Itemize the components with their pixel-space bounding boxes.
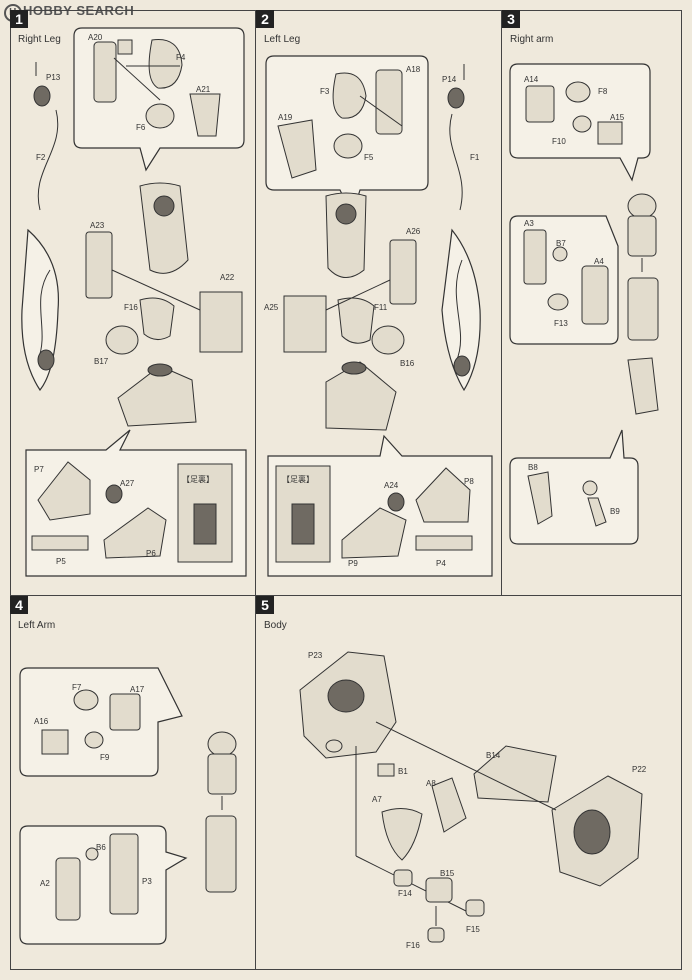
step-3-panel: 3 Right arm A14 F8 A15 F10 A3 B7 A4 F13 …	[502, 10, 682, 596]
svg-text:【足裏】: 【足裏】	[182, 474, 214, 484]
svg-text:P8: P8	[464, 477, 474, 486]
svg-text:B16: B16	[400, 359, 415, 368]
svg-text:B14: B14	[486, 751, 501, 760]
svg-text:A18: A18	[406, 65, 421, 74]
step-1-panel: 1 Right Leg A20 F4 A21 F6 P13 F2 A23 A	[10, 10, 256, 596]
step-title: Right Leg	[18, 34, 61, 45]
svg-text:P13: P13	[46, 73, 61, 82]
step-title: Right arm	[510, 34, 554, 45]
svg-text:A14: A14	[524, 75, 539, 84]
svg-text:B8: B8	[528, 463, 538, 472]
left-leg-diagram: F3 A18 A19 F5 P14 F1 A26 A25 F11 B16	[264, 55, 493, 577]
svg-text:F13: F13	[554, 319, 568, 328]
svg-text:A8: A8	[426, 779, 436, 788]
step-title: Body	[264, 620, 287, 631]
svg-text:A16: A16	[34, 717, 49, 726]
svg-text:P6: P6	[146, 549, 156, 558]
svg-text:P4: P4	[436, 559, 446, 568]
svg-text:B15: B15	[440, 869, 455, 878]
svg-text:F16: F16	[124, 303, 138, 312]
svg-text:A17: A17	[130, 685, 145, 694]
step-number: 2	[256, 10, 274, 28]
svg-text:B9: B9	[610, 507, 620, 516]
svg-text:A4: A4	[594, 257, 604, 266]
step-number: 4	[10, 596, 28, 614]
svg-text:F10: F10	[552, 137, 566, 146]
svg-text:F4: F4	[176, 53, 186, 62]
svg-text:A7: A7	[372, 795, 382, 804]
svg-text:F6: F6	[136, 123, 146, 132]
svg-text:A24: A24	[384, 481, 399, 490]
svg-text:B7: B7	[556, 239, 566, 248]
body-diagram: P23 B1 B14 A8 A7 P22 F14 B15 F15 F16	[299, 651, 647, 950]
svg-text:A3: A3	[524, 219, 534, 228]
svg-text:B6: B6	[96, 843, 106, 852]
left-arm-diagram: F7 A17 A16 F9 B6 A2 P3	[19, 667, 237, 945]
step-number: 5	[256, 596, 274, 614]
svg-text:A25: A25	[264, 303, 279, 312]
step-4-panel: 4 Left Arm F7 A17 A16 F9 B6 A2 P3	[10, 596, 256, 970]
svg-text:F8: F8	[598, 87, 608, 96]
svg-text:A23: A23	[90, 221, 105, 230]
svg-text:A22: A22	[220, 273, 235, 282]
svg-text:A20: A20	[88, 33, 103, 42]
svg-text:F15: F15	[466, 925, 480, 934]
svg-text:P23: P23	[308, 651, 323, 660]
svg-text:F1: F1	[470, 153, 480, 162]
svg-text:P5: P5	[56, 557, 66, 566]
svg-text:F2: F2	[36, 153, 46, 162]
svg-text:F9: F9	[100, 753, 110, 762]
svg-text:A21: A21	[196, 85, 211, 94]
instruction-frame	[10, 10, 682, 970]
svg-text:A15: A15	[610, 113, 625, 122]
svg-text:【足裏】: 【足裏】	[282, 474, 314, 484]
step-number: 3	[502, 10, 520, 28]
svg-text:F11: F11	[374, 303, 388, 312]
step-2-panel: 2 Left Leg F3 A18 A19 F5 P14 F1 A26 A25 …	[256, 10, 502, 596]
svg-text:F7: F7	[72, 683, 82, 692]
svg-text:A2: A2	[40, 879, 50, 888]
svg-text:B17: B17	[94, 357, 109, 366]
svg-text:P14: P14	[442, 75, 457, 84]
svg-text:F5: F5	[364, 153, 374, 162]
right-arm-diagram: A14 F8 A15 F10 A3 B7 A4 F13 B8 B9	[509, 63, 659, 545]
step-5-panel: 5 Body P23 B1 B14 A8 A7 P22 F14 B15 F15	[256, 596, 682, 970]
step-title: Left Leg	[264, 34, 301, 45]
svg-text:F16: F16	[406, 941, 420, 950]
svg-text:F3: F3	[320, 87, 330, 96]
svg-text:A27: A27	[120, 479, 135, 488]
svg-text:P3: P3	[142, 877, 152, 886]
svg-text:P9: P9	[348, 559, 358, 568]
right-leg-diagram: A20 F4 A21 F6 P13 F2 A23 A22 F16 B17	[21, 27, 247, 577]
svg-text:A26: A26	[406, 227, 421, 236]
svg-text:P7: P7	[34, 465, 44, 474]
svg-text:B1: B1	[398, 767, 408, 776]
step-title: Left Arm	[18, 620, 56, 631]
step-number: 1	[10, 10, 28, 28]
svg-text:A19: A19	[278, 113, 293, 122]
svg-text:P22: P22	[632, 765, 647, 774]
svg-text:F14: F14	[398, 889, 412, 898]
